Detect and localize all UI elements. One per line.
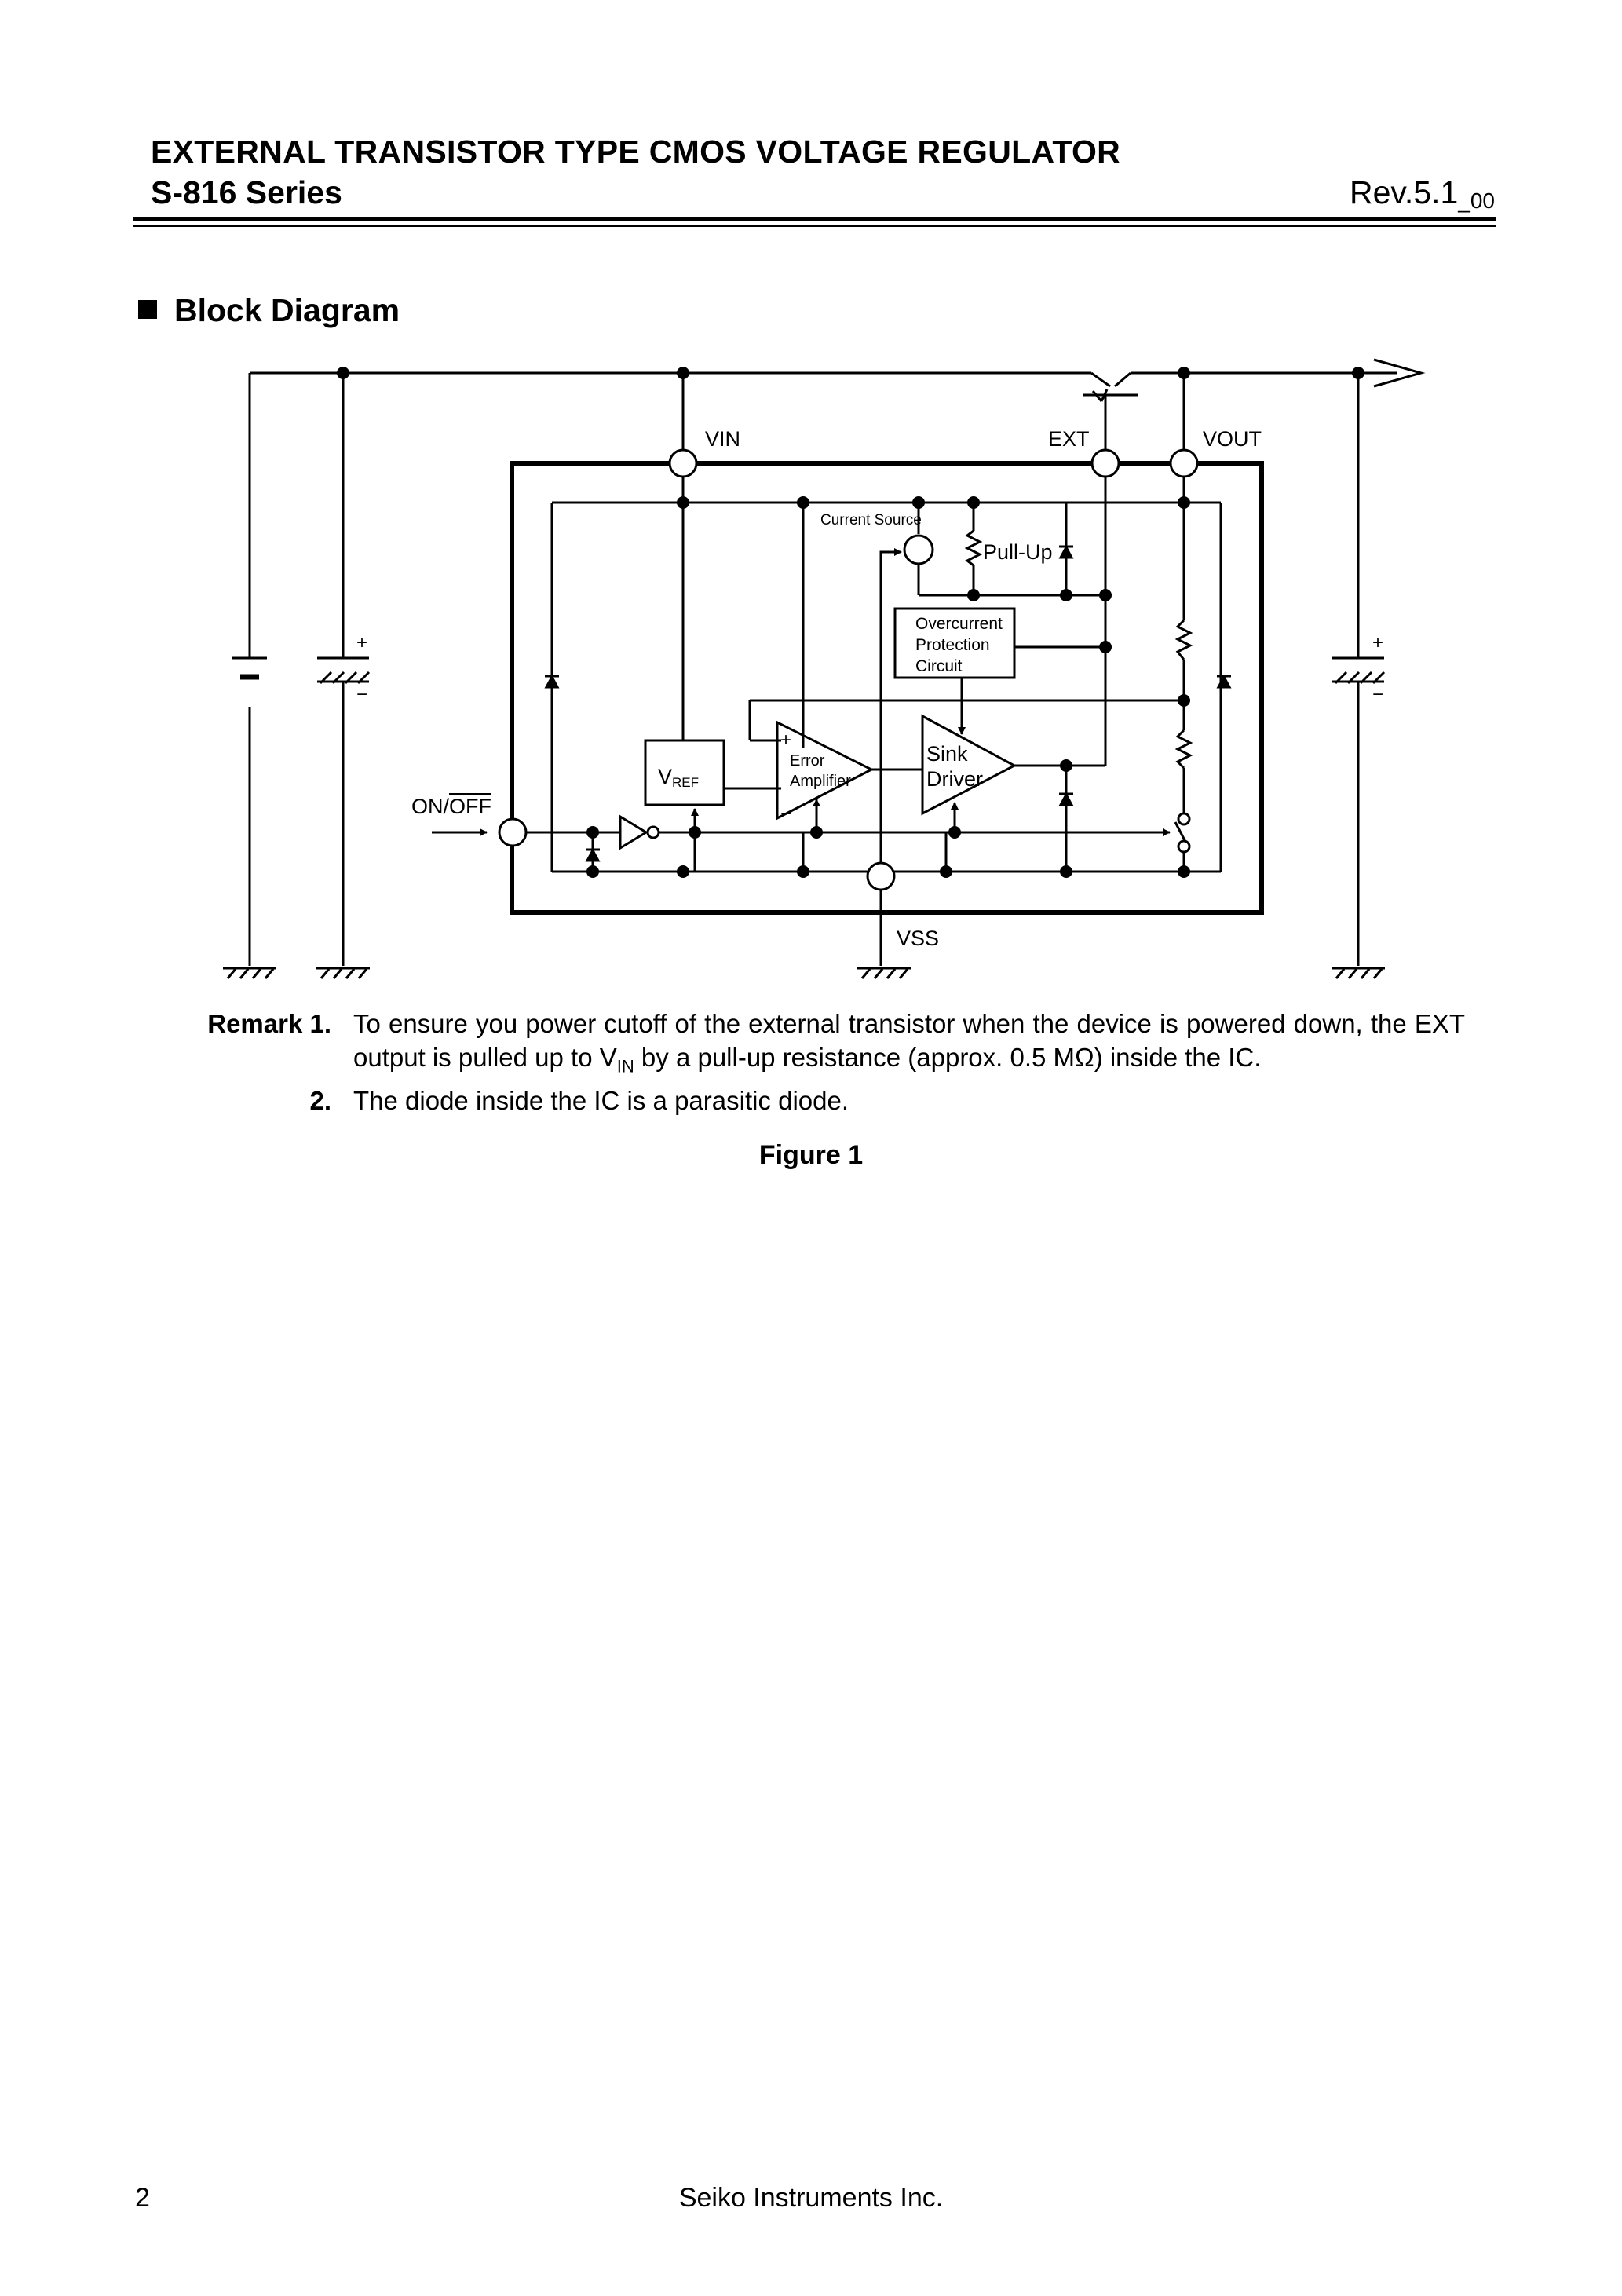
vout-label: VOUT — [1203, 427, 1262, 451]
ext-label: EXT — [1048, 427, 1090, 451]
current-source-label: Current Source — [820, 512, 922, 528]
document-title: EXTERNAL TRANSISTOR TYPE CMOS VOLTAGE RE… — [151, 133, 1121, 170]
overcurrent-line2: Protection — [915, 636, 990, 654]
right-cap-plus: + — [1372, 632, 1383, 653]
sink-driver-line1: Sink — [926, 742, 968, 766]
bullet-square-icon — [138, 300, 157, 319]
left-cap-minus: − — [356, 684, 367, 705]
remark-2: 2. The diode inside the IC is a parasiti… — [309, 1085, 849, 1115]
figure-caption: Figure 1 — [758, 1140, 864, 1170]
ext-pin — [1090, 448, 1120, 478]
series-name: S-816 Series — [151, 174, 342, 210]
header-rule-thick — [133, 217, 1496, 221]
vout-pin — [1169, 448, 1199, 478]
on-off-label: ON/OFF — [411, 795, 491, 818]
page-number: 2 — [135, 2183, 150, 2213]
vss-label: VSS — [897, 927, 939, 950]
header-rule-thin — [133, 225, 1496, 227]
pull-up-label: Pull-Up — [983, 540, 1053, 564]
output-arrow-icon — [1373, 358, 1426, 388]
revision-label: Rev.5.1_00 — [1350, 174, 1495, 213]
block-diagram: VIN EXT VOUT VSS ON/OFF Current Source P… — [223, 358, 1426, 979]
error-amp-plus: + — [780, 729, 791, 751]
error-amp-line2: Amplifier — [790, 773, 851, 790]
ic-boundary — [510, 461, 1264, 915]
vin-pin — [668, 448, 698, 478]
section-heading: Block Diagram — [138, 292, 400, 329]
left-cap-plus: + — [356, 632, 367, 653]
footer-company: Seiko Instruments Inc. — [678, 2183, 944, 2213]
error-amp-line1: Error — [790, 752, 825, 770]
vin-label: VIN — [705, 427, 740, 451]
vss-pin — [866, 861, 896, 891]
vref-label: VREF — [658, 765, 699, 790]
sink-driver-line2: Driver — [926, 767, 983, 791]
overcurrent-line1: Overcurrent — [915, 615, 1003, 633]
error-amp-minus: − — [780, 803, 791, 824]
on-off-pin — [498, 817, 528, 847]
right-cap-minus: − — [1372, 684, 1383, 705]
remarks-block: Remark 1. To ensure you power cutoff of … — [177, 1007, 1465, 1117]
overcurrent-line3: Circuit — [915, 657, 963, 675]
remark-1: Remark 1. To ensure you power cutoff of … — [207, 1009, 1465, 1077]
